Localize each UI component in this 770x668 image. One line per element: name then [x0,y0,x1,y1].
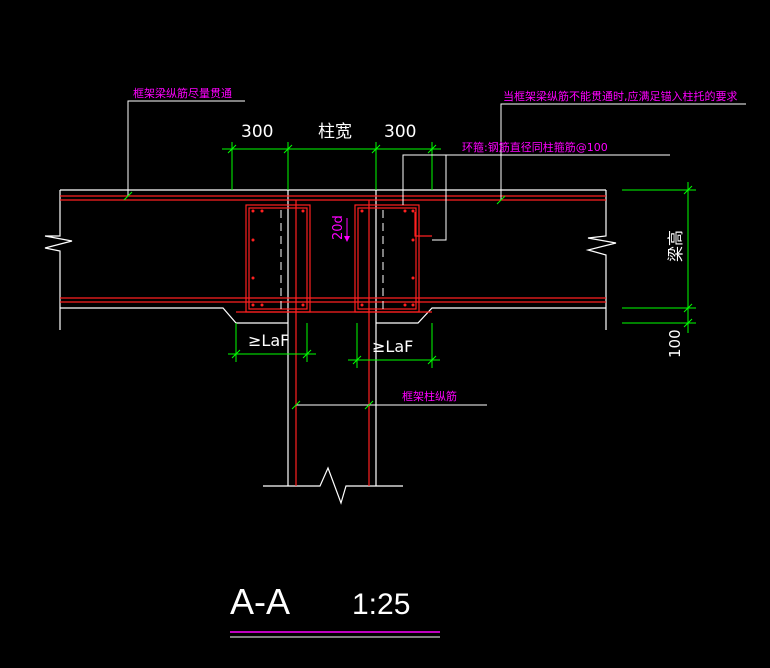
right-dim-tick [683,185,693,195]
bar-dot [411,209,415,213]
bar-dot [403,303,407,307]
right-dim-tick [683,318,693,328]
label-frame-beam-rebar: 框架梁纵筋尽量贯通 [133,86,232,100]
scale-label: 1:25 [352,588,410,621]
laf-right-tick [352,355,362,365]
bar-dot [360,303,364,307]
beam-bottom-line-right [376,307,606,324]
leader-hoop-hook [432,155,447,241]
dim-laf-right: ≥LaF [372,337,413,356]
dim-bottom-100: 100 [666,329,684,358]
laf-right-tick [427,355,437,365]
leader-hoop-note [402,154,670,205]
label-frame-column-rebar: 框架柱纵筋 [402,389,457,403]
leader-lines [127,100,746,406]
bar-dot [251,209,255,213]
section-title: A-A [230,581,290,622]
leader-tick [496,195,506,205]
dashed-lines [280,210,384,310]
concrete-outline [44,189,617,505]
right-break-line [585,190,617,330]
bar-dot [251,303,255,307]
leader-tick [291,400,301,410]
bar-dot [251,238,255,242]
right-hoop-inner [357,207,417,310]
laf-left-tick [302,349,312,359]
bar-dot [260,303,264,307]
bar-dot [411,303,415,307]
bar-dot [403,209,407,213]
top-dim-tick [371,144,381,154]
bar-dot [411,276,415,280]
bar-dot [301,303,305,307]
bar-dot [411,238,415,242]
beam-bottom-line [60,307,288,324]
bar-dot [301,209,305,213]
label-anchor-requirement: 当框架梁纵筋不能贯通时,应满足锚入柱托的要求 [503,89,738,103]
top-dim-tick [283,144,293,154]
column-bottom-break [263,466,403,505]
left-break-line [44,190,73,330]
dim-right-300: 300 [384,122,416,142]
left-hoop-inner [248,207,308,310]
dim-column-width: 柱宽 [318,122,352,142]
dim-beam-height: 梁高 [666,230,685,262]
arrow-20d-head [344,236,350,242]
bar-dot [360,209,364,213]
leader-tick [364,400,374,410]
right-dim-tick [683,303,693,313]
leader-anchor-requirement [500,103,746,200]
leader-tick [123,191,133,201]
hoop-bar-dots [251,209,415,307]
bar-dot [251,276,255,280]
leader-frame-beam [127,100,245,196]
dim-laf-left: ≥LaF [248,331,289,350]
top-dim-tick [227,144,237,154]
dimension-lines [222,142,696,368]
laf-left-tick [231,349,241,359]
label-hoop-note: 环箍:钢筋直径同柱箍筋@100 [462,140,608,154]
top-dim-tick [427,144,437,154]
right-hoop [354,204,420,313]
left-hoop [245,204,311,313]
bar-dot [260,209,264,213]
dim-left-300: 300 [241,122,273,142]
leader-ticks [123,191,506,410]
rebar-group [60,195,606,486]
rebar-bend-20d [414,212,432,237]
dim-20d: 20d [331,215,346,240]
